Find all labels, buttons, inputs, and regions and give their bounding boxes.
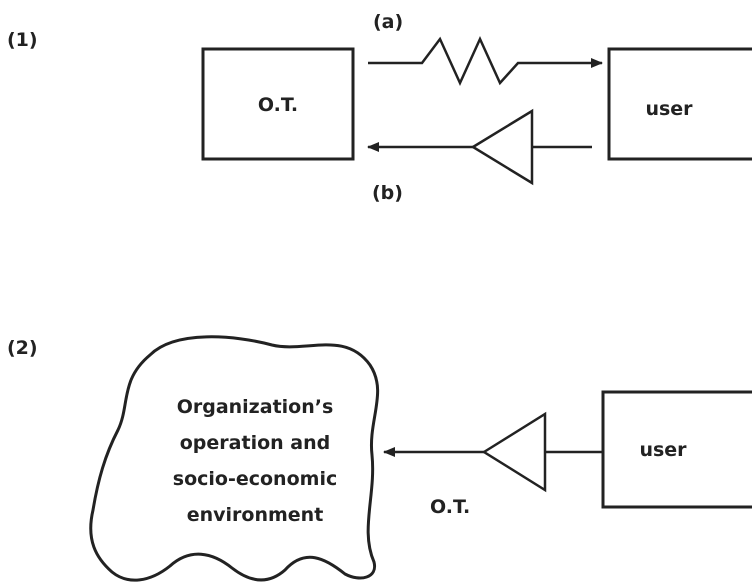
- user-box-2-label: user: [639, 439, 687, 461]
- cloud-label-line-3: socio-economic: [172, 468, 338, 490]
- ot-box-label: O.T.: [257, 94, 299, 116]
- ot-arrow-label: O.T.: [430, 496, 471, 518]
- arrow-a-label: (a): [373, 11, 404, 33]
- cloud-label-line-2: operation and: [179, 432, 331, 454]
- diagram-2-number: (2): [7, 337, 38, 359]
- amplifier-triangle-1: [470, 108, 534, 186]
- zigzag-arrow-a: [368, 35, 603, 87]
- user-box-1: [607, 47, 752, 161]
- cloud-label-line-4: environment: [186, 504, 324, 526]
- cloud-label-line-1: Organization’s: [176, 396, 334, 418]
- diagram-1-number: (1): [7, 29, 38, 51]
- user-box-2: [601, 390, 752, 509]
- amplifier-triangle-2: [481, 411, 547, 493]
- ot-box: [201, 47, 355, 161]
- arrow-b-label: (b): [372, 182, 403, 204]
- user-box-1-label: user: [645, 98, 693, 120]
- environment-cloud: [89, 335, 380, 582]
